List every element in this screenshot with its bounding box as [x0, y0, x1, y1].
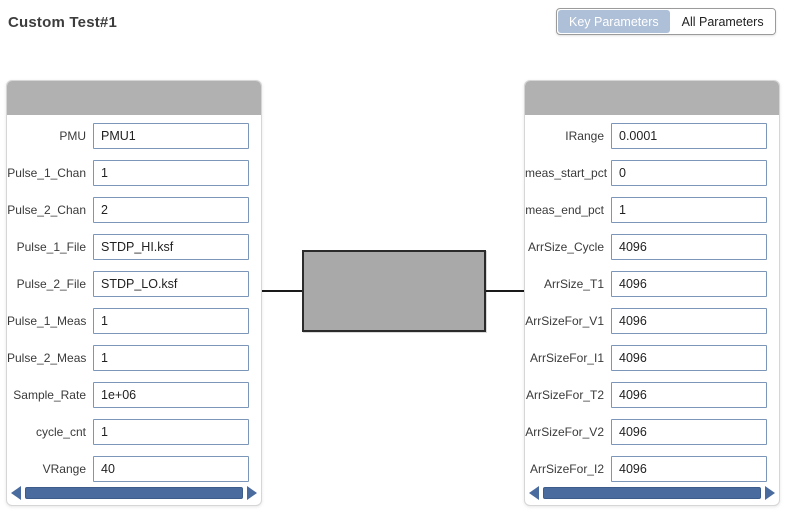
field-row: Pulse_1_Chan — [7, 160, 249, 186]
field-value-input[interactable] — [611, 382, 767, 408]
field-value-input[interactable] — [93, 456, 249, 482]
left-panel-header[interactable] — [7, 81, 261, 115]
left-panel-hscrollbar[interactable] — [11, 486, 257, 500]
field-label: Pulse_1_Meas — [7, 314, 87, 328]
scroll-right-arrow-icon[interactable] — [765, 486, 775, 500]
field-row: meas_start_pct — [525, 160, 767, 186]
field-value-input[interactable] — [611, 271, 767, 297]
left-panel-field-list: PMU Pulse_1_Chan Pulse_2_Chan Pulse_1_Fi… — [7, 115, 261, 482]
toggle-key-parameters[interactable]: Key Parameters — [558, 10, 670, 33]
field-value-input[interactable] — [611, 419, 767, 445]
field-value-input[interactable] — [611, 197, 767, 223]
right-panel-field-list: IRange meas_start_pct meas_end_pct ArrSi… — [525, 115, 779, 482]
field-row: ArrSizeFor_T2 — [525, 382, 767, 408]
field-value-input[interactable] — [93, 234, 249, 260]
device-box[interactable] — [302, 250, 486, 332]
field-row: Pulse_1_Meas — [7, 308, 249, 334]
field-label: meas_start_pct — [525, 166, 608, 180]
field-row: meas_end_pct — [525, 197, 767, 223]
field-row: ArrSizeFor_V1 — [525, 308, 767, 334]
field-row: ArrSizeFor_I2 — [525, 456, 767, 482]
field-label: ArrSize_Cycle — [527, 240, 604, 254]
field-label: ArrSize_T1 — [543, 277, 604, 291]
right-panel-hscrollbar[interactable] — [529, 486, 775, 500]
field-value-input[interactable] — [611, 456, 767, 482]
field-label: Pulse_2_File — [16, 277, 86, 291]
field-row: Pulse_2_Chan — [7, 197, 249, 223]
field-label: ArrSizeFor_I2 — [529, 462, 604, 476]
field-label: Pulse_2_Chan — [7, 203, 86, 217]
field-label: Pulse_1_Chan — [7, 166, 86, 180]
scroll-left-arrow-icon[interactable] — [529, 486, 539, 500]
field-row: Pulse_1_File — [7, 234, 249, 260]
field-label: VRange — [42, 462, 86, 476]
scrollbar-thumb[interactable] — [25, 487, 243, 499]
scrollbar-thumb[interactable] — [543, 487, 761, 499]
right-parameter-panel: IRange meas_start_pct meas_end_pct ArrSi… — [524, 80, 780, 506]
scroll-left-arrow-icon[interactable] — [11, 486, 21, 500]
parameters-view-toggle: Key Parameters All Parameters — [556, 8, 776, 35]
field-value-input[interactable] — [93, 123, 249, 149]
field-label: meas_end_pct — [525, 203, 604, 217]
field-label: Pulse_1_File — [16, 240, 86, 254]
field-value-input[interactable] — [93, 382, 249, 408]
field-label: ArrSizeFor_V2 — [525, 425, 604, 439]
field-value-input[interactable] — [611, 123, 767, 149]
field-label: IRange — [565, 129, 604, 143]
toggle-all-parameters[interactable]: All Parameters — [670, 9, 775, 34]
field-value-input[interactable] — [93, 160, 249, 186]
field-row: Pulse_2_File — [7, 271, 249, 297]
field-value-input[interactable] — [611, 160, 767, 186]
page-title: Custom Test#1 — [8, 14, 118, 31]
field-value-input[interactable] — [611, 345, 767, 371]
field-value-input[interactable] — [611, 234, 767, 260]
field-row: VRange — [7, 456, 249, 482]
field-label: ArrSizeFor_I1 — [529, 351, 604, 365]
right-panel-header[interactable] — [525, 81, 779, 115]
field-row: IRange — [525, 123, 767, 149]
field-value-input[interactable] — [93, 345, 249, 371]
field-row: ArrSizeFor_V2 — [525, 419, 767, 445]
field-label: PMU — [59, 129, 86, 143]
field-row: ArrSize_T1 — [525, 271, 767, 297]
field-row: PMU — [7, 123, 249, 149]
scroll-right-arrow-icon[interactable] — [247, 486, 257, 500]
field-label: cycle_cnt — [35, 425, 86, 439]
field-row: ArrSizeFor_I1 — [525, 345, 767, 371]
field-value-input[interactable] — [93, 308, 249, 334]
field-row: ArrSize_Cycle — [525, 234, 767, 260]
field-value-input[interactable] — [611, 308, 767, 334]
field-value-input[interactable] — [93, 271, 249, 297]
field-label: ArrSizeFor_T2 — [525, 388, 604, 402]
field-label: ArrSizeFor_V1 — [525, 314, 604, 328]
field-row: Sample_Rate — [7, 382, 249, 408]
field-label: Sample_Rate — [13, 388, 86, 402]
field-value-input[interactable] — [93, 197, 249, 223]
field-row: Pulse_2_Meas — [7, 345, 249, 371]
field-value-input[interactable] — [93, 419, 249, 445]
left-parameter-panel: PMU Pulse_1_Chan Pulse_2_Chan Pulse_1_Fi… — [6, 80, 262, 506]
field-label: Pulse_2_Meas — [7, 351, 87, 365]
field-row: cycle_cnt — [7, 419, 249, 445]
